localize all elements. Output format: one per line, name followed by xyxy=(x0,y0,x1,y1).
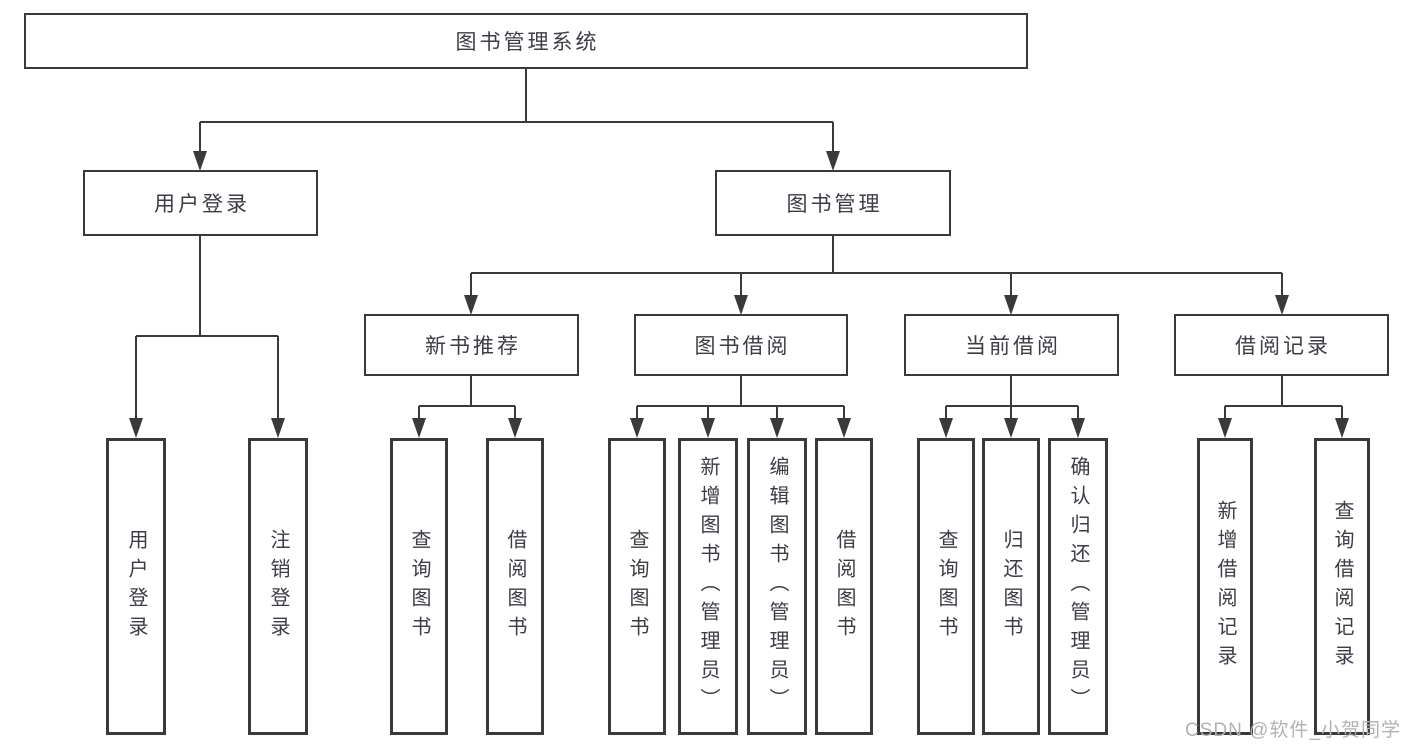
leaf-user-login-label: 用户登录 xyxy=(125,528,147,645)
watermark: CSDN @软件_小贺同学 xyxy=(1185,720,1401,741)
edges-current-borrow-group xyxy=(939,376,1085,438)
leaf-return-book: 归还图书 xyxy=(982,438,1040,735)
node-book-borrow: 图书借阅 xyxy=(634,314,848,376)
leaf-edit-book-admin-label: 编辑图书（管理员） xyxy=(766,456,788,717)
node-book-management-label: 图书管理 xyxy=(786,193,883,216)
leaf-query-book-2: 查询图书 xyxy=(608,438,666,735)
node-borrow-record-label: 借阅记录 xyxy=(1235,335,1331,358)
leaf-query-borrow-record: 查询借阅记录 xyxy=(1314,438,1370,735)
leaf-confirm-return-admin-label: 确认归还（管理员） xyxy=(1067,456,1089,717)
leaf-borrow-book-2-label: 借阅图书 xyxy=(833,528,855,645)
node-book-borrow-label: 图书借阅 xyxy=(694,335,791,358)
edges-book-borrow-group xyxy=(630,376,851,438)
node-borrow-record: 借阅记录 xyxy=(1174,314,1389,376)
leaf-query-book-1: 查询图书 xyxy=(390,438,448,735)
node-new-book-recommend: 新书推荐 xyxy=(364,314,579,376)
node-new-book-recommend-label: 新书推荐 xyxy=(425,335,521,358)
edges-root xyxy=(193,69,840,171)
edges-borrow-record-group xyxy=(1218,376,1349,438)
leaf-query-borrow-record-label: 查询借阅记录 xyxy=(1331,499,1353,674)
node-book-management: 图书管理 xyxy=(715,170,951,236)
edges-book-management xyxy=(464,236,1289,315)
leaf-borrow-book-1: 借阅图书 xyxy=(486,438,544,735)
leaf-confirm-return-admin: 确认归还（管理员） xyxy=(1048,438,1108,735)
node-current-borrow: 当前借阅 xyxy=(904,314,1119,376)
leaf-borrow-book-2: 借阅图书 xyxy=(815,438,873,735)
edges-user-login-group xyxy=(129,236,285,438)
leaf-borrow-book-1-label: 借阅图书 xyxy=(504,528,526,645)
leaf-user-login: 用户登录 xyxy=(106,438,166,735)
node-user-login: 用户登录 xyxy=(83,170,318,236)
leaf-add-book-admin: 新增图书（管理员） xyxy=(678,438,738,735)
node-root: 图书管理系统 xyxy=(24,13,1028,69)
leaf-edit-book-admin: 编辑图书（管理员） xyxy=(747,438,807,735)
leaf-add-book-admin-label: 新增图书（管理员） xyxy=(697,456,719,717)
leaf-return-book-label: 归还图书 xyxy=(1000,528,1022,645)
node-current-borrow-label: 当前借阅 xyxy=(965,335,1061,358)
leaf-query-book-1-label: 查询图书 xyxy=(408,528,430,645)
leaf-logout: 注销登录 xyxy=(248,438,308,735)
leaf-query-book-3-label: 查询图书 xyxy=(935,528,957,645)
leaf-query-book-2-label: 查询图书 xyxy=(626,528,648,645)
node-user-login-label: 用户登录 xyxy=(154,193,250,216)
edges-new-book-group xyxy=(412,376,522,438)
node-root-label: 图书管理系统 xyxy=(455,31,600,54)
leaf-query-book-3: 查询图书 xyxy=(917,438,975,735)
leaf-add-borrow-record-label: 新增借阅记录 xyxy=(1214,499,1236,674)
leaf-add-borrow-record: 新增借阅记录 xyxy=(1197,438,1253,735)
leaf-logout-label: 注销登录 xyxy=(267,528,289,645)
